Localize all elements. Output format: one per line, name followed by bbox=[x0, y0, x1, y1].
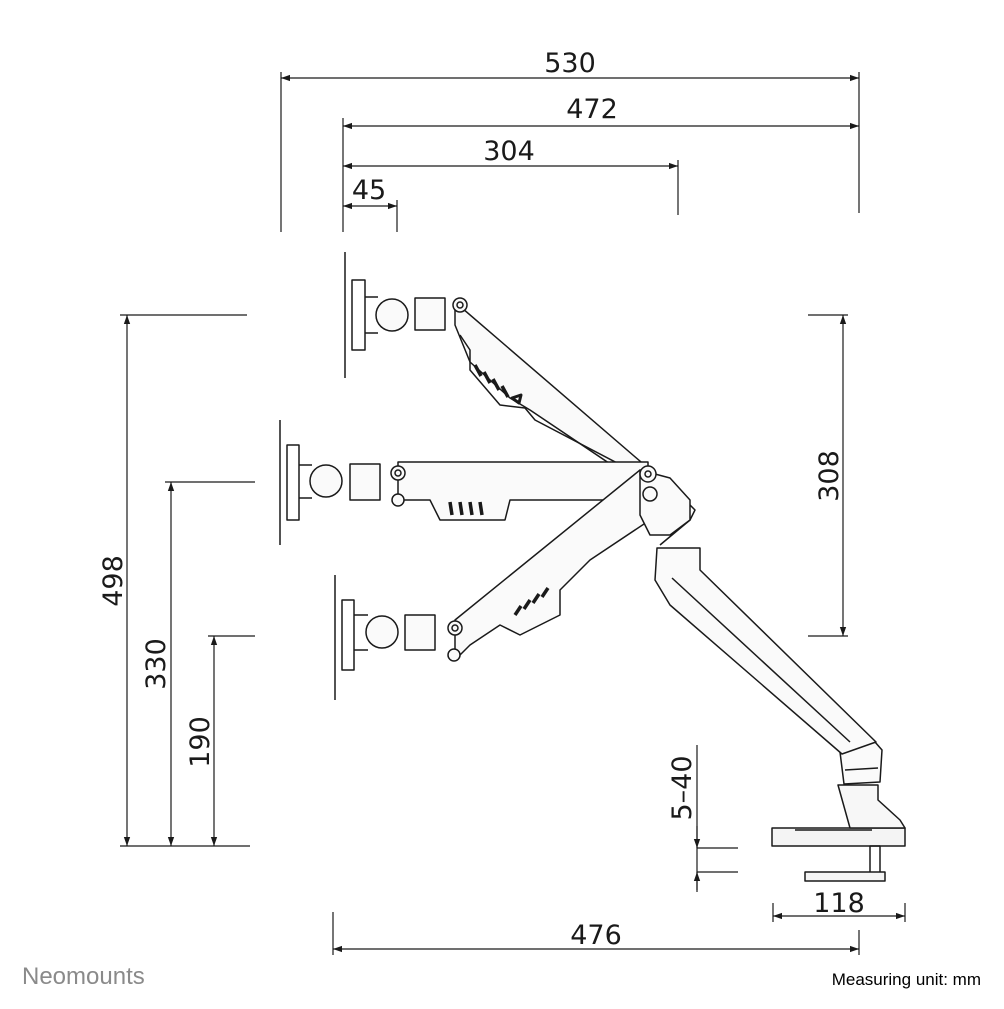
label-118: 118 bbox=[813, 888, 865, 919]
dim-530 bbox=[280, 72, 860, 232]
arm-position-middle bbox=[279, 420, 649, 545]
dim-330 bbox=[165, 481, 255, 846]
brand-logo: Neomounts bbox=[22, 963, 145, 990]
dim-118 bbox=[772, 903, 906, 922]
lower-arm bbox=[654, 484, 877, 755]
arm-position-top bbox=[344, 252, 649, 485]
monitor-arm-drawing bbox=[279, 252, 906, 882]
label-desk-thickness: 5–40 bbox=[667, 755, 698, 820]
label-45: 45 bbox=[352, 175, 386, 206]
dim-190 bbox=[208, 635, 255, 846]
dim-desk-thickness bbox=[693, 745, 738, 892]
pivot-joint bbox=[639, 465, 691, 536]
arm-position-bottom bbox=[334, 469, 656, 700]
label-476: 476 bbox=[570, 920, 622, 951]
dim-308 bbox=[808, 314, 848, 637]
desk-clamp bbox=[771, 784, 906, 882]
label-530: 530 bbox=[544, 48, 596, 79]
label-190: 190 bbox=[185, 716, 216, 768]
base-pole bbox=[839, 741, 883, 785]
label-498: 498 bbox=[98, 555, 129, 607]
vent-slots bbox=[513, 587, 550, 616]
dim-472 bbox=[342, 118, 859, 232]
dim-498 bbox=[120, 314, 250, 847]
unit-note: Measuring unit: mm bbox=[832, 970, 981, 989]
dim-476 bbox=[332, 912, 860, 955]
vent-slots bbox=[473, 364, 510, 398]
dim-304 bbox=[343, 160, 679, 215]
vent-slots bbox=[448, 501, 484, 516]
label-308: 308 bbox=[814, 450, 845, 502]
label-472: 472 bbox=[566, 94, 618, 125]
label-304: 304 bbox=[483, 136, 535, 167]
label-330: 330 bbox=[141, 638, 172, 690]
dim-45 bbox=[343, 200, 398, 232]
